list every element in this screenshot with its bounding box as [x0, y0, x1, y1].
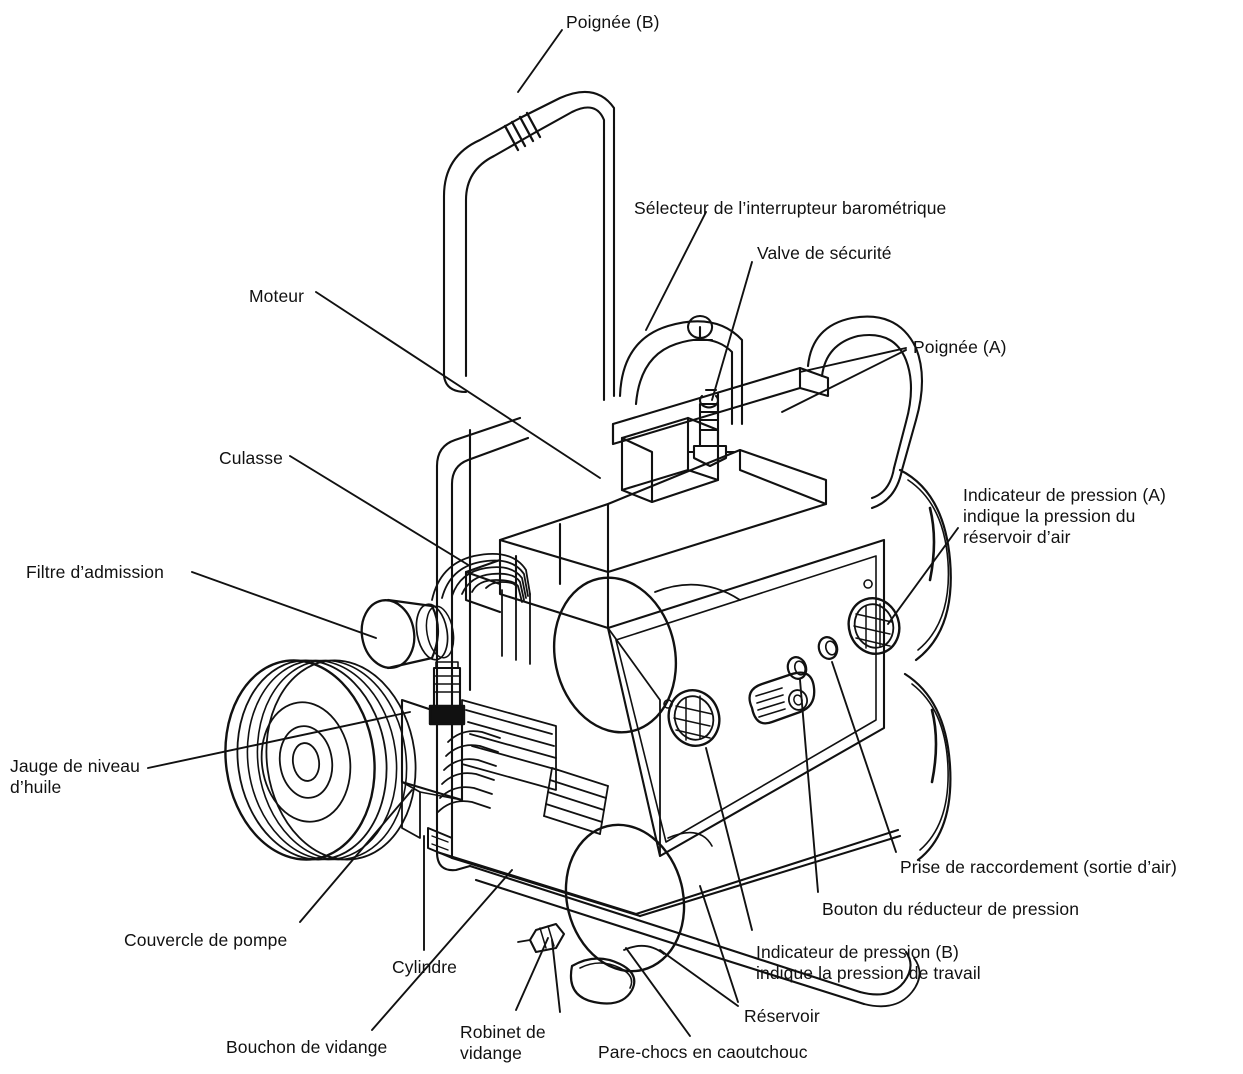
callout-pare-chocs: Pare-chocs en caoutchouc [598, 1042, 808, 1062]
callout-culasse: Culasse [219, 448, 283, 468]
callout-indicateur-a: Indicateur de pression (A) indique la pr… [963, 485, 1166, 547]
outlet-port-1 [786, 656, 808, 680]
dipstick [428, 661, 466, 726]
callout-prise-raccord: Prise de raccordement (sortie d’air) [900, 857, 1177, 877]
gauge-b [667, 689, 721, 747]
intake-filter [360, 598, 455, 670]
callout-valve-securite: Valve de sécurité [757, 243, 892, 263]
safety-valve [686, 388, 736, 468]
callout-indicateur-b: Indicateur de pression (B) indique la pr… [756, 942, 981, 983]
callout-jauge-huile: Jauge de niveau d’huile [10, 756, 140, 797]
callout-couvercle-pompe: Couvercle de pompe [124, 930, 288, 950]
callout-moteur: Moteur [249, 286, 305, 306]
drain-cock [517, 922, 566, 954]
frame-foot-right [858, 950, 921, 1008]
cylinder-head [431, 552, 531, 665]
callout-bouchon-vidange: Bouchon de vidange [226, 1037, 388, 1057]
handle-grips [503, 111, 542, 152]
outlet-port-2 [817, 636, 839, 660]
regulator-knob [748, 671, 816, 725]
drain-plug [427, 827, 453, 859]
handle-a-left [618, 320, 744, 426]
tank-upper [552, 468, 952, 734]
pressure-switch [620, 314, 720, 504]
gauge-a [847, 597, 901, 655]
handle-a-right [806, 315, 923, 510]
callout-filtre-admission: Filtre d’admission [26, 562, 164, 582]
leader-lines [147, 29, 959, 1037]
callout-cylindre: Cylindre [392, 957, 457, 977]
cooling-fins [543, 767, 609, 835]
control-panel [606, 538, 886, 858]
callout-bouton-reducteur: Bouton du réducteur de pression [822, 899, 1080, 919]
handle-b-tube [442, 90, 616, 402]
motor-housing [464, 448, 828, 630]
tank-lower [564, 672, 952, 973]
flywheel [224, 659, 417, 861]
callout-poignee-a: Poignée (A) [913, 337, 1007, 357]
callout-poignee-b: Poignée (B) [566, 12, 660, 32]
bumper [569, 944, 665, 1005]
callout-selecteur: Sélecteur de l’interrupteur barométrique [634, 198, 947, 218]
callout-reservoir: Réservoir [744, 1006, 820, 1026]
callout-robinet-vidange: Robinet de vidange [460, 1022, 546, 1063]
